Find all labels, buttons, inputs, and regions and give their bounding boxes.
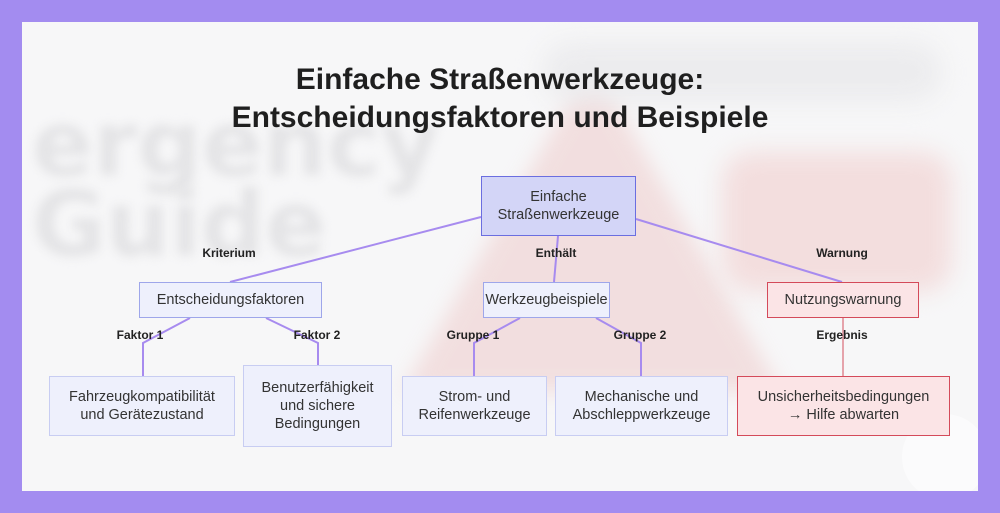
- edge-label-ergebnis: Ergebnis: [816, 328, 868, 342]
- link-examples-power: [473, 317, 521, 376]
- edge-label-enthaelt: Enthält: [535, 246, 577, 260]
- link-root-warning: [635, 218, 843, 283]
- link-root-factors: [229, 216, 482, 283]
- edge-label-gruppe1: Gruppe 1: [446, 328, 500, 342]
- node-user-ability: Benutzerfähigkeit und sichere Bedingunge…: [243, 365, 392, 447]
- edge-label-faktor1: Faktor 1: [116, 328, 164, 342]
- link-factors-user: [265, 317, 319, 365]
- node-mechanical-towing-tools: Mechanische und Abschleppwerkzeuge: [555, 376, 728, 436]
- node-tool-examples: Werkzeugbeispiele: [483, 282, 610, 318]
- node-power-tire-tools: Strom- und Reifenwerkzeuge: [402, 376, 547, 436]
- background-decoration: [722, 152, 952, 292]
- diagram-title-line1: Einfache Straßenwerkzeuge:: [295, 63, 705, 96]
- link-examples-mechanical: [595, 317, 642, 376]
- edge-label-faktor2: Faktor 2: [293, 328, 341, 342]
- node-decision-factors: Entscheidungsfaktoren: [139, 282, 322, 318]
- node-root: Einfache Straßenwerkzeuge: [481, 176, 636, 236]
- node-usage-warning: Nutzungswarnung: [767, 282, 919, 318]
- background-decoration: [542, 42, 942, 102]
- link-root-examples: [553, 235, 559, 283]
- edge-label-kriterium: Kriterium: [202, 246, 256, 260]
- edge-label-warnung: Warnung: [816, 246, 868, 260]
- edge-label-gruppe2: Gruppe 2: [613, 328, 667, 342]
- diagram-title-line2: Entscheidungsfaktoren und Beispiele: [231, 101, 769, 134]
- link-factors-vehicle: [142, 317, 191, 376]
- node-vehicle-compatibility: Fahrzeugkompatibilität und Gerätezustand: [49, 376, 235, 436]
- node-unsafe-conditions: Unsicherheitsbedingungen → Hilfe abwarte…: [737, 376, 950, 436]
